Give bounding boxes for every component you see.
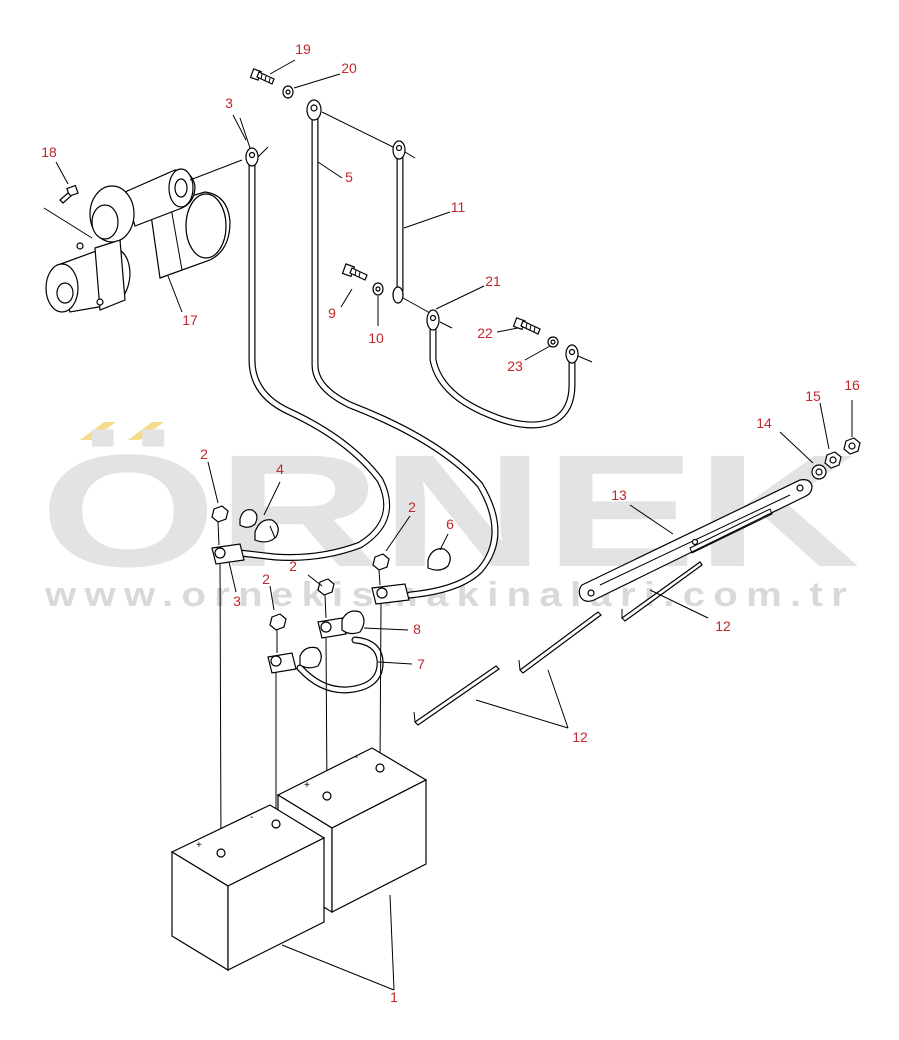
callout-18: 18: [41, 144, 57, 160]
svg-text:+: +: [196, 840, 202, 851]
watermark: ÖRNEK www.ornekismakinalari.com.tr: [40, 421, 860, 614]
callout-9: 9: [328, 305, 336, 321]
hold-down-bracket: [578, 479, 813, 602]
callout-2-lower-left: 2: [262, 571, 270, 587]
callout-12-bottom: 12: [572, 729, 588, 745]
leader-lines: [55, 59, 853, 991]
cable-21: [429, 326, 576, 429]
callout-2-upper-left: 2: [200, 446, 208, 462]
hardware: [59, 68, 861, 480]
battery-front: + -: [170, 804, 326, 972]
callout-2-lower-mid: 2: [289, 558, 297, 574]
watermark-accent-left: [80, 422, 116, 440]
callout-5: 5: [345, 169, 353, 185]
bolt-22: [512, 317, 541, 335]
bolt-18: [59, 184, 79, 204]
svg-text:-: -: [355, 752, 358, 763]
bolt-9: [341, 263, 368, 281]
cable-3: [236, 158, 391, 561]
callout-3-bottom: 3: [233, 593, 241, 609]
callout-15: 15: [805, 388, 821, 404]
cable-7: [296, 636, 384, 694]
bolt-19: [249, 68, 275, 85]
watermark-letters: ÖRNEK: [40, 421, 860, 600]
terminal-clamps: [211, 505, 451, 851]
callout-13: 13: [611, 487, 627, 503]
callout-11: 11: [451, 199, 466, 215]
callouts: 19 20 3 5 11 18 9 10 21 22 23 17 16 15 1…: [41, 41, 860, 1005]
callout-17: 17: [182, 312, 198, 328]
callout-16: 16: [844, 377, 860, 393]
starter-motor: [43, 159, 243, 313]
callout-23: 23: [507, 358, 523, 374]
callout-19: 19: [295, 41, 311, 57]
callout-12-right: 12: [715, 618, 731, 634]
callout-4: 4: [276, 461, 284, 477]
cable-5: [311, 114, 499, 599]
callout-3-top: 3: [225, 95, 233, 111]
callout-10: 10: [368, 330, 384, 346]
callout-22: 22: [477, 325, 493, 341]
j-bolts: [413, 561, 703, 726]
callout-8: 8: [413, 621, 421, 637]
callout-21: 21: [485, 273, 501, 289]
callout-7: 7: [417, 656, 425, 672]
callout-6: 6: [446, 516, 454, 532]
callout-14: 14: [756, 415, 772, 431]
callout-20: 20: [341, 60, 357, 76]
watermark-url: www.ornekismakinalari.com.tr: [44, 576, 855, 614]
callout-2-upper-right: 2: [408, 499, 416, 515]
watermark-accent-right: [128, 422, 164, 440]
svg-text:+: +: [304, 780, 310, 791]
cable-lugs: [239, 99, 593, 364]
callout-1: 1: [390, 989, 398, 1005]
svg-text:-: -: [250, 812, 253, 823]
